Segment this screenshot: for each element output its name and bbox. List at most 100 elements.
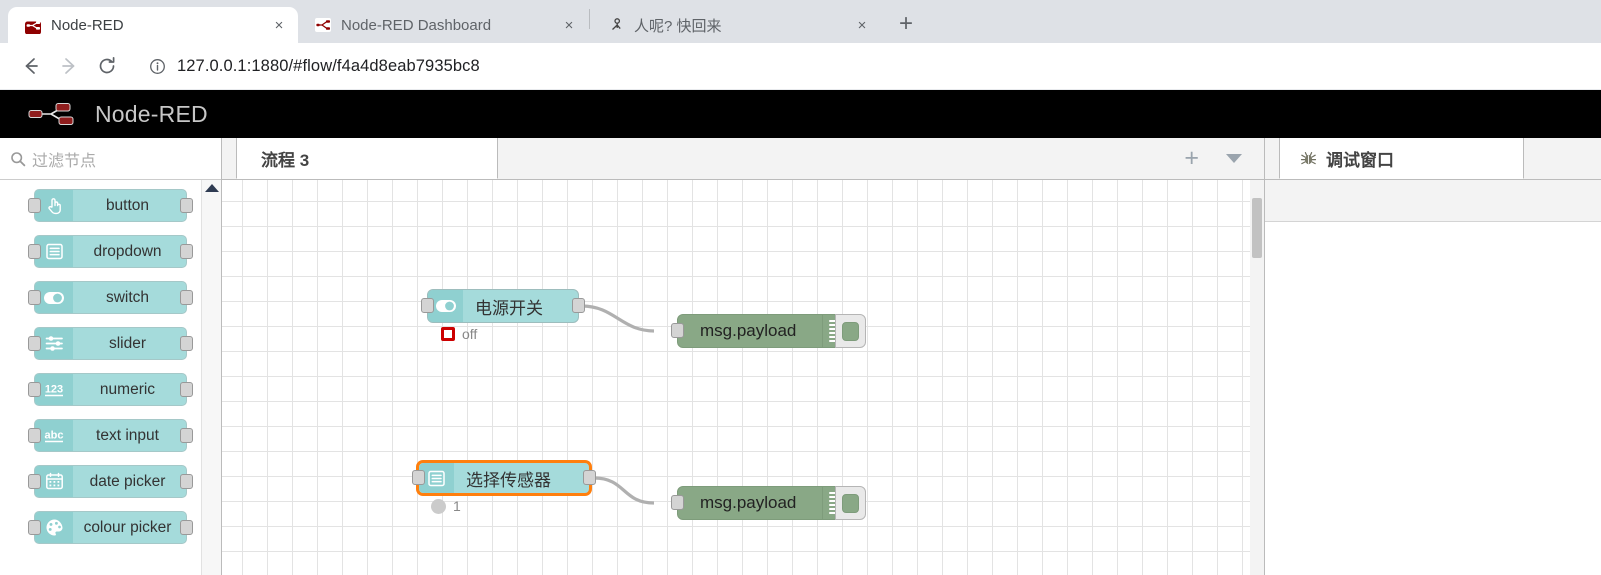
flow-node-input-port[interactable] xyxy=(671,495,684,510)
calendar-icon xyxy=(35,466,73,497)
status-badge-square xyxy=(441,327,455,341)
flow-node-debug-1[interactable]: msg.payload xyxy=(671,314,866,348)
tab-debug-label: 调试窗口 xyxy=(1326,150,1394,170)
palette-node-switch[interactable]: switch xyxy=(28,281,193,314)
flow-node-dropdown-status-text: 1 xyxy=(453,498,461,514)
browser-chrome: Node-RED × Node-RED Dashboard × xyxy=(0,0,1601,90)
flow-node-switch-status-text: off xyxy=(462,326,478,342)
flow-node-input-port[interactable] xyxy=(421,298,434,313)
flow-node-debug-2[interactable]: msg.payload xyxy=(671,486,866,520)
palette-node-button-label: button xyxy=(105,196,150,214)
flow-node-output-port[interactable] xyxy=(583,470,596,485)
palette-node-list: button dropdown switch xyxy=(0,180,221,575)
palette-node-output-port xyxy=(180,289,193,305)
palette-node-numeric-label: numeric xyxy=(99,380,156,398)
svg-text:abc: abc xyxy=(45,429,64,441)
palette-node-input-port xyxy=(28,197,41,213)
browser-tab-1[interactable]: Node-RED × xyxy=(8,7,298,43)
palette-scrollbar[interactable] xyxy=(201,180,221,575)
debug-toolbar[interactable] xyxy=(1265,180,1601,222)
wire-dropdown-to-debug xyxy=(593,476,655,505)
palette-node-output-port xyxy=(180,381,193,397)
node-palette: 过滤节点 button dropdown xyxy=(0,138,222,575)
flow-node-input-port[interactable] xyxy=(671,323,684,338)
forward-button[interactable] xyxy=(52,49,86,83)
palette-node-input-port xyxy=(28,519,41,535)
debug-toggle-button[interactable] xyxy=(835,486,866,520)
triangle-up-icon[interactable] xyxy=(204,184,219,192)
palette-node-output-port xyxy=(180,427,193,443)
canvas-scrollbar[interactable] xyxy=(1250,180,1264,575)
browser-tab-2-close-icon[interactable]: × xyxy=(564,16,574,34)
palette-node-dropdown[interactable]: dropdown xyxy=(28,235,193,268)
svg-text:123: 123 xyxy=(45,383,63,395)
palette-node-input-port xyxy=(28,473,41,489)
palette-search-box[interactable]: 过滤节点 xyxy=(0,138,221,180)
person-pin-favicon xyxy=(607,16,625,34)
search-icon xyxy=(10,151,26,167)
tab-divider xyxy=(589,8,590,29)
flow-node-dropdown[interactable]: 选择传感器 xyxy=(412,461,596,495)
browser-tab-1-close-icon[interactable]: × xyxy=(274,16,284,34)
info-circle-icon[interactable] xyxy=(149,58,166,75)
flow-tab-1-label: 流程 3 xyxy=(261,150,310,170)
palette-node-text-input[interactable]: abc text input xyxy=(28,419,193,452)
flow-node-debug-2-label: msg.payload xyxy=(700,493,797,512)
reload-button[interactable] xyxy=(90,49,124,83)
palette-node-text-input-label: text input xyxy=(96,426,159,444)
flow-node-switch[interactable]: 电源开关 xyxy=(421,289,585,323)
flow-node-dropdown-label: 选择传感器 xyxy=(466,470,551,490)
app-title: Node-RED xyxy=(95,100,208,127)
palette-node-button[interactable]: button xyxy=(28,189,193,222)
browser-tab-3-title: 人呢? 快回来 xyxy=(634,17,722,35)
palette-node-input-port xyxy=(28,427,41,443)
flow-node-input-port[interactable] xyxy=(412,470,425,485)
flow-canvas[interactable]: 电源开关 off msg.payload xyxy=(222,180,1264,575)
palette-node-numeric[interactable]: 123 numeric xyxy=(28,373,193,406)
hand-pointer-icon xyxy=(35,190,73,221)
palette-node-output-port xyxy=(180,519,193,535)
chevron-down-icon[interactable] xyxy=(1226,154,1242,163)
palette-node-output-port xyxy=(180,243,193,259)
address-bar[interactable]: 127.0.0.1:1880/#flow/f4a4d8eab7935bc8 xyxy=(137,50,1587,82)
add-flow-button[interactable]: + xyxy=(1184,144,1199,172)
browser-tab-2-title: Node-RED Dashboard xyxy=(341,16,492,34)
nodered-logo xyxy=(25,99,81,129)
wire-switch-to-debug xyxy=(581,304,655,333)
new-tab-button[interactable]: + xyxy=(898,10,913,37)
address-bar-url: 127.0.0.1:1880/#flow/f4a4d8eab7935bc8 xyxy=(177,56,480,75)
list-icon xyxy=(35,236,73,267)
toggle-icon xyxy=(35,282,73,313)
browser-tab-3[interactable]: 人呢? 快回来 × xyxy=(591,7,881,43)
flow-tab-1[interactable]: 流程 3 xyxy=(236,138,498,179)
canvas-scrollbar-thumb[interactable] xyxy=(1252,198,1262,258)
flow-tabbar-spacer xyxy=(498,138,1184,179)
debug-tabbar: 调试窗口 xyxy=(1265,138,1601,180)
palette-node-colour-picker[interactable]: colour picker xyxy=(28,511,193,544)
flow-tabbar: 流程 3 + xyxy=(222,138,1264,180)
back-button[interactable] xyxy=(14,49,48,83)
palette-node-date-picker-label: date picker xyxy=(89,472,166,490)
palette-node-slider[interactable]: slider xyxy=(28,327,193,360)
bug-icon xyxy=(1300,150,1317,167)
flow-node-output-port[interactable] xyxy=(572,298,585,313)
palette-node-dropdown-label: dropdown xyxy=(93,242,162,260)
debug-toggle-button[interactable] xyxy=(835,314,866,348)
workspace: 过滤节点 button dropdown xyxy=(0,138,1601,575)
status-badge-circle xyxy=(431,498,446,514)
tab-debug[interactable]: 调试窗口 xyxy=(1279,138,1524,179)
palette-search-placeholder: 过滤节点 xyxy=(32,152,97,170)
editor-center: 流程 3 + 电源开关 xyxy=(222,138,1265,575)
nodered-favicon xyxy=(24,16,42,34)
palette-node-date-picker[interactable]: date picker xyxy=(28,465,193,498)
palette-node-switch-label: switch xyxy=(105,288,150,306)
palette-icon xyxy=(35,512,73,543)
palette-node-slider-label: slider xyxy=(108,334,147,352)
browser-tab-2[interactable]: Node-RED Dashboard × xyxy=(298,7,588,43)
browser-tab-3-close-icon[interactable]: × xyxy=(857,16,867,34)
sliders-icon xyxy=(35,328,73,359)
palette-node-output-port xyxy=(180,197,193,213)
palette-node-output-port xyxy=(180,335,193,351)
debug-message-list[interactable] xyxy=(1265,222,1601,575)
browser-tab-1-title: Node-RED xyxy=(51,16,124,34)
